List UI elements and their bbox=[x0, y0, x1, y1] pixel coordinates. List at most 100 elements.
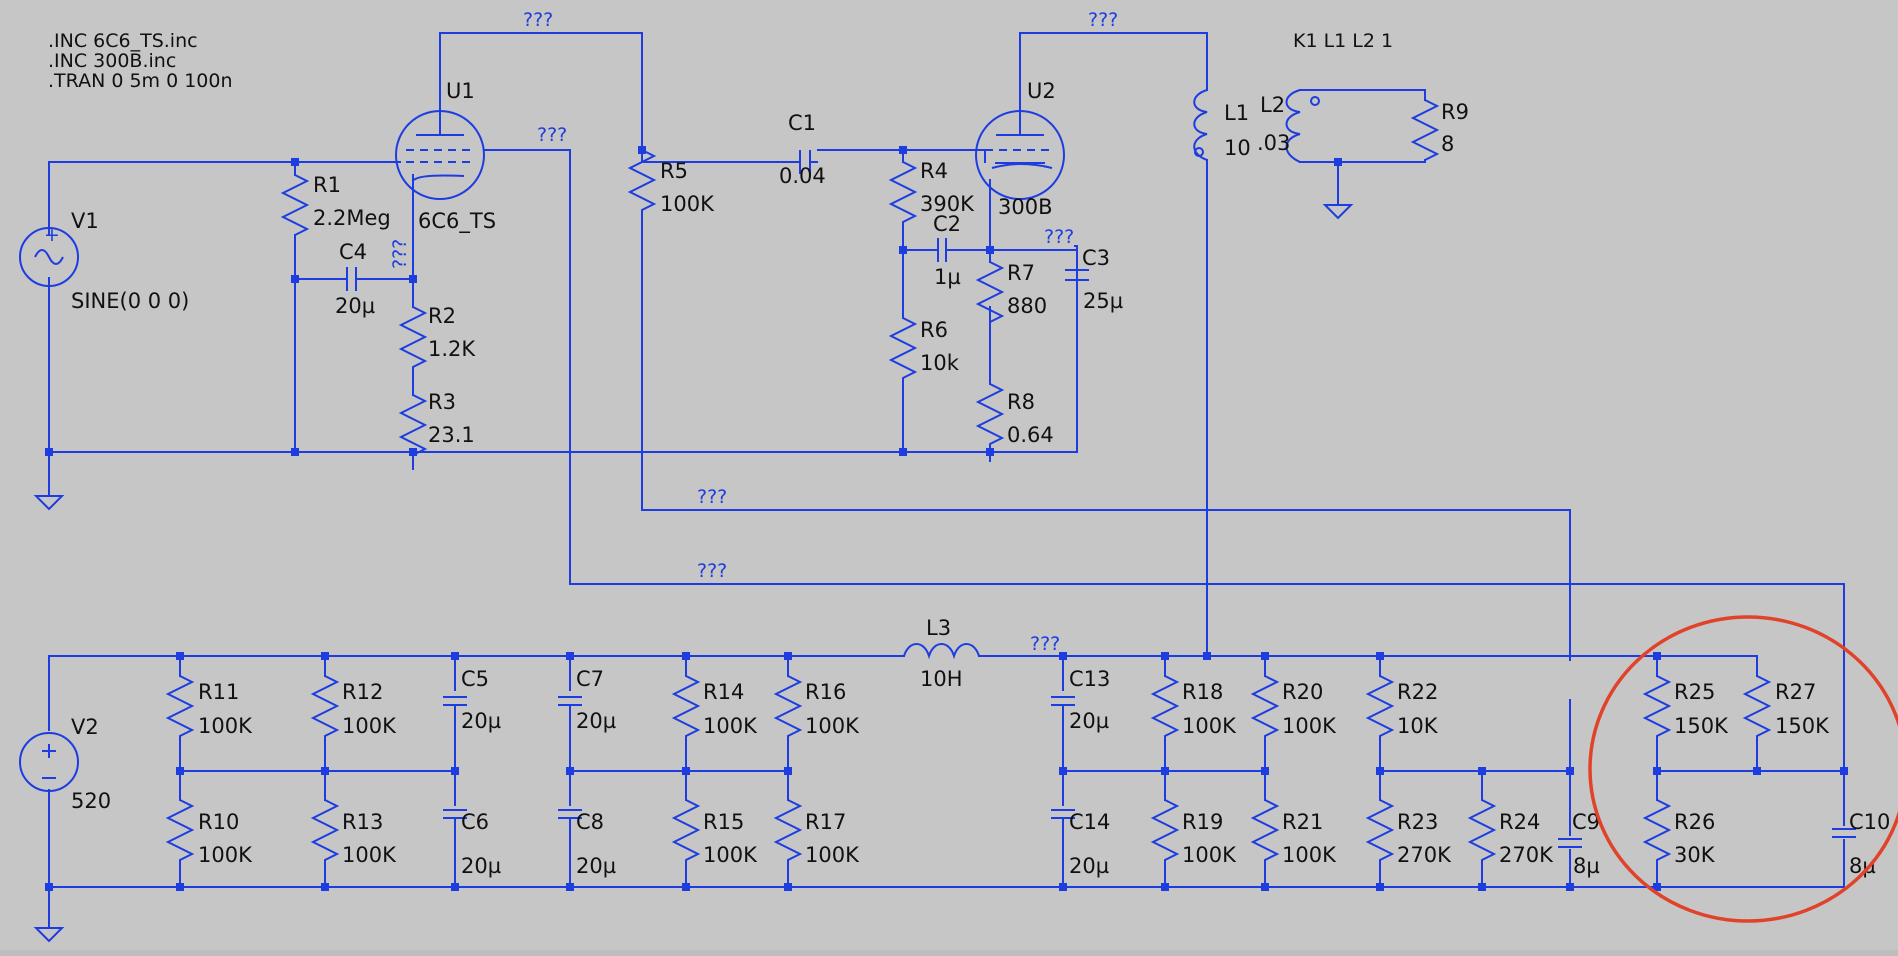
l3-name: L3 bbox=[926, 616, 951, 640]
resistor-r17[interactable]: R17 100K bbox=[773, 799, 860, 871]
u2-name: U2 bbox=[1027, 79, 1056, 103]
tube-u2[interactable]: U2 300B bbox=[975, 79, 1065, 219]
resistor-r2[interactable]: R2 1.2K bbox=[398, 304, 476, 384]
c5-value: 20µ bbox=[461, 709, 501, 733]
r3-value: 23.1 bbox=[428, 423, 475, 447]
resistor-r5[interactable]: R5 100K bbox=[627, 149, 715, 225]
tube-u1[interactable]: U1 6C6_TS bbox=[395, 79, 496, 234]
r24-value: 270K bbox=[1499, 843, 1554, 867]
r10-value: 100K bbox=[198, 843, 253, 867]
resistor-r26[interactable]: R26 30K bbox=[1642, 799, 1716, 871]
v2-name: V2 bbox=[71, 715, 99, 739]
r12-value: 100K bbox=[342, 714, 397, 738]
l3-value: 10H bbox=[920, 667, 963, 691]
directive-tran[interactable]: .TRAN 0 5m 0 100n bbox=[48, 70, 233, 92]
v1-source[interactable]: + V1 SINE(0 0 0) bbox=[19, 209, 189, 313]
resistor-r9[interactable]: R9 8 bbox=[1410, 99, 1469, 161]
c8-name: C8 bbox=[576, 810, 604, 834]
ground-symbols bbox=[33, 204, 1354, 943]
resistor-r11[interactable]: R11 100K bbox=[165, 675, 253, 756]
resistor-r20[interactable]: R20 100K bbox=[1250, 675, 1337, 756]
resistor-r13[interactable]: R13 100K bbox=[310, 799, 397, 871]
r22-name: R22 bbox=[1397, 680, 1438, 704]
capacitor-c6[interactable]: C6 20µ bbox=[443, 809, 501, 878]
r17-value: 100K bbox=[805, 843, 860, 867]
resistor-r1[interactable]: R1 2.2Meg bbox=[280, 173, 391, 236]
r2-value: 1.2K bbox=[428, 337, 476, 361]
svg-text:+: + bbox=[44, 224, 60, 246]
resistor-r18[interactable]: R18 100K bbox=[1150, 675, 1237, 756]
net-label: ??? bbox=[697, 560, 727, 582]
capacitor-c2[interactable]: C2 1µ bbox=[933, 212, 961, 289]
c3-name: C3 bbox=[1082, 246, 1110, 270]
c13-value: 20µ bbox=[1069, 709, 1109, 733]
inductor-l3[interactable]: L3 10H bbox=[903, 616, 980, 691]
r4-name: R4 bbox=[920, 159, 948, 183]
inductor-l2[interactable]: L2 .03 bbox=[1257, 89, 1320, 163]
r1-name: R1 bbox=[313, 173, 341, 197]
capacitor-c9[interactable]: C9 8µ bbox=[1558, 810, 1600, 878]
resistor-r6[interactable]: R6 10k bbox=[888, 317, 960, 395]
wires[interactable] bbox=[48, 32, 1845, 929]
l2-value: .03 bbox=[1257, 131, 1290, 155]
capacitor-c4[interactable]: C4 20µ bbox=[335, 240, 375, 318]
capacitor-c7[interactable]: C7 20µ bbox=[558, 667, 616, 733]
c1-value: 0.04 bbox=[779, 164, 826, 188]
r18-value: 100K bbox=[1182, 714, 1237, 738]
capacitor-c13[interactable]: C13 20µ bbox=[1051, 667, 1110, 733]
resistor-r24[interactable]: R24 270K bbox=[1467, 799, 1554, 871]
resistor-r4[interactable]: R4 390K bbox=[888, 159, 975, 235]
c3-value: 25µ bbox=[1083, 289, 1123, 313]
r16-name: R16 bbox=[805, 680, 846, 704]
coupling-directive[interactable]: K1 L1 L2 1 bbox=[1293, 30, 1393, 52]
resistor-r3[interactable]: R3 23.1 bbox=[398, 390, 475, 456]
resistor-r21[interactable]: R21 100K bbox=[1250, 799, 1337, 871]
capacitor-c14[interactable]: C14 20µ bbox=[1051, 809, 1110, 878]
r13-value: 100K bbox=[342, 843, 397, 867]
l2-name: L2 bbox=[1260, 93, 1285, 117]
resistor-r22[interactable]: R22 10K bbox=[1365, 675, 1439, 756]
resistor-r7[interactable]: R7 880 bbox=[975, 261, 1047, 324]
c2-name: C2 bbox=[933, 212, 961, 236]
r20-value: 100K bbox=[1282, 714, 1337, 738]
resistor-r10[interactable]: R10 100K bbox=[165, 799, 253, 871]
resistor-r23[interactable]: R23 270K bbox=[1365, 799, 1452, 871]
v2-source[interactable]: V2 520 bbox=[19, 715, 111, 813]
net-label: ??? bbox=[537, 124, 567, 146]
c4-name: C4 bbox=[339, 240, 367, 264]
capacitor-c1[interactable]: C1 0.04 bbox=[779, 111, 826, 188]
u2-model: 300B bbox=[998, 195, 1053, 219]
resistor-r16[interactable]: R16 100K bbox=[773, 675, 860, 756]
capacitor-c5[interactable]: C5 20µ bbox=[443, 667, 501, 733]
r23-value: 270K bbox=[1397, 843, 1452, 867]
r11-name: R11 bbox=[198, 680, 239, 704]
spice-directives[interactable]: .INC 6C6_TS.inc .INC 300B.inc .TRAN 0 5m… bbox=[48, 30, 1393, 92]
r8-value: 0.64 bbox=[1007, 423, 1054, 447]
directive-inc-300b[interactable]: .INC 300B.inc bbox=[48, 50, 176, 72]
r19-name: R19 bbox=[1182, 810, 1223, 834]
directive-inc-6c6[interactable]: .INC 6C6_TS.inc bbox=[48, 30, 198, 52]
capacitor-c10[interactable]: C10 8µ bbox=[1832, 810, 1890, 878]
r21-value: 100K bbox=[1282, 843, 1337, 867]
highlight-annotation-circle bbox=[1588, 615, 1898, 923]
c7-name: C7 bbox=[576, 667, 604, 691]
resistor-r27[interactable]: R27 150K bbox=[1742, 675, 1830, 756]
resistor-r12[interactable]: R12 100K bbox=[310, 675, 397, 756]
resistor-r25[interactable]: R25 150K bbox=[1642, 675, 1729, 756]
u1-name: U1 bbox=[446, 79, 475, 103]
resistor-r14[interactable]: R14 100K bbox=[671, 675, 758, 756]
capacitor-c3[interactable]: C3 25µ bbox=[1065, 246, 1123, 313]
inductor-l1[interactable]: L1 10 bbox=[1193, 89, 1251, 161]
r1-value: 2.2Meg bbox=[313, 206, 391, 230]
c10-name: C10 bbox=[1849, 810, 1890, 834]
c14-name: C14 bbox=[1069, 810, 1110, 834]
r7-value: 880 bbox=[1007, 294, 1047, 318]
resistor-r15[interactable]: R15 100K bbox=[671, 799, 758, 871]
capacitor-c8[interactable]: C8 20µ bbox=[558, 809, 616, 878]
resistor-r19[interactable]: R19 100K bbox=[1150, 799, 1237, 871]
r20-name: R20 bbox=[1282, 680, 1323, 704]
r13-name: R13 bbox=[342, 810, 383, 834]
resistor-r8[interactable]: R8 0.64 bbox=[975, 383, 1054, 452]
c2-value: 1µ bbox=[934, 265, 961, 289]
